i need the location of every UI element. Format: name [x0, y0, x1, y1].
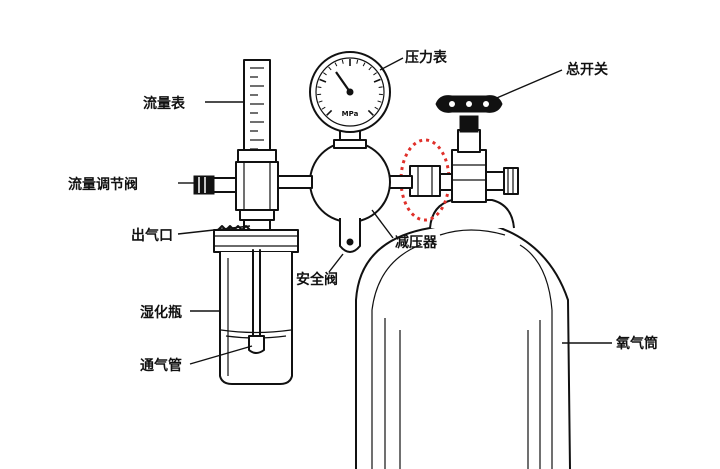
- oxygen-cylinder: [355, 199, 571, 469]
- connector-nut: [409, 165, 453, 197]
- gauge-tick: [319, 78, 327, 83]
- gauge-tick: [356, 59, 359, 64]
- flowmeter: [235, 59, 279, 233]
- gauge-tick: [373, 78, 381, 83]
- gauge-tick: [378, 86, 383, 88]
- gauge-unit: MPa: [342, 110, 359, 118]
- gauge-tick: [334, 62, 338, 67]
- pressure-gauge: MPa: [309, 51, 391, 133]
- label-flowmeter: 流量表: [143, 95, 186, 112]
- pressure-reducer: [269, 124, 413, 223]
- gauge-tick: [323, 72, 327, 76]
- gauge-tick: [367, 109, 374, 116]
- label-pressure-gauge: 压力表: [405, 49, 448, 66]
- label-flow-valve: 流量调节阀: [68, 176, 138, 193]
- gauge-tick: [362, 62, 366, 67]
- label-main-switch: 总开关: [566, 61, 608, 78]
- main-switch-handwheel: [435, 95, 503, 133]
- label-reducer: 减压器: [395, 234, 438, 251]
- label-vent-tube: 通气管: [140, 357, 182, 374]
- gauge-tick: [318, 100, 323, 103]
- gauge-tick: [321, 106, 326, 110]
- gauge-tick: [341, 59, 344, 64]
- humidifier-bottle: [213, 225, 299, 385]
- label-safety-valve: 安全阀: [296, 271, 338, 288]
- gauge-tick: [317, 86, 322, 88]
- leader-lines: [177, 57, 612, 365]
- gauge-tick: [326, 109, 333, 116]
- flow-valve-knob: [193, 175, 237, 195]
- cylinder-valve: [451, 129, 519, 203]
- safety-valve: [339, 218, 361, 253]
- gauge-tick: [373, 72, 377, 76]
- label-humidifier: 湿化瓶: [140, 304, 182, 321]
- label-outlet: 出气口: [131, 227, 173, 244]
- gauge-tick: [377, 100, 382, 103]
- gauge-tick: [374, 106, 379, 110]
- gauge-tick: [328, 66, 332, 71]
- label-oxygen-cylinder: 氧气筒: [615, 335, 658, 352]
- gauge-tick: [368, 66, 372, 71]
